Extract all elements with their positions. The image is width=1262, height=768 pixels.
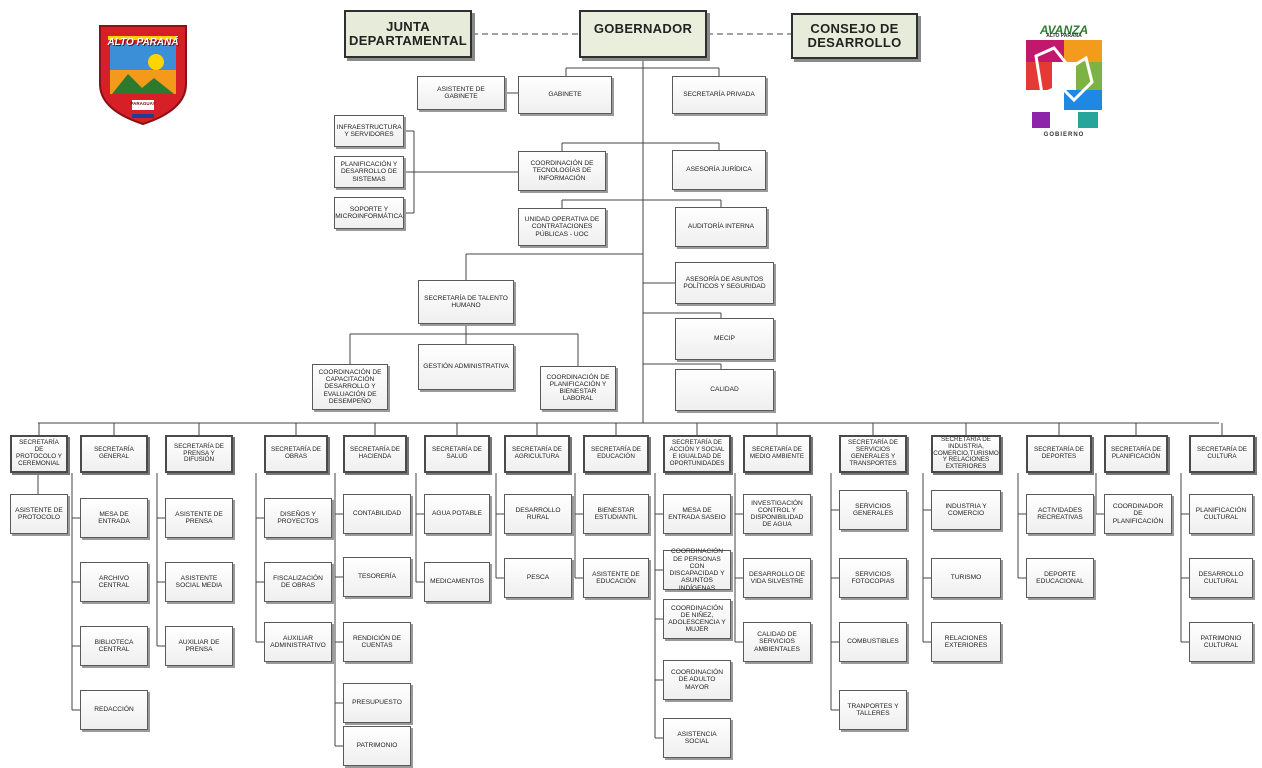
unit-box: BIBLIOTECA CENTRAL <box>80 626 148 666</box>
avanza-logo: AVANZA ALTO PARANÁ GOBIERNO <box>1024 22 1104 150</box>
unit-box: COMBUSTIBLES <box>839 622 907 662</box>
unit-box: PLANIFICACIÓN CULTURAL <box>1189 494 1253 534</box>
unit-box: ASISTENTE DE PRENSA <box>165 498 233 538</box>
unit-box: ASISTENCIA SOCIAL <box>663 718 731 758</box>
secretaria-box: SECRETARÍA DE AGRICULTURA <box>504 435 570 473</box>
logo-right-brand: AVANZA <box>1039 23 1089 37</box>
gobernador-box: GOBERNADOR <box>579 10 707 58</box>
coord-planificacion-bienestar-box: COORDINACIÓN DE PLANIFICACIÓN Y BIENESTA… <box>540 366 616 410</box>
secretaria-box: SECRETARÍA DE ACCIÓN Y SOCIAL E IGUALDAD… <box>663 435 731 473</box>
unit-box: COORDINACIÓN DE NIÑEZ, ADOLESCENCIA Y MU… <box>663 599 731 639</box>
unit-box: SERVICIOS GENERALES <box>839 490 907 530</box>
unit-box: TURISMO <box>931 558 1001 598</box>
unit-box: PATRIMONIO <box>343 726 411 766</box>
unit-box: INVESTIGACIÓN CONTROL Y DISPONIBILIDAD D… <box>743 494 811 534</box>
gobernacion-shield-logo: ALTO PARANÁ PARAGUAY <box>98 22 188 126</box>
secretaria-box: SECRETARÍA DE PROTOCOLO Y CEREMONIAL <box>10 435 68 473</box>
unit-box: CONTABILIDAD <box>343 494 411 534</box>
secretaria-box: SECRETARÍA DE OBRAS <box>264 435 328 473</box>
gabinete-box: GABINETE <box>518 76 612 114</box>
uoc-box: UNIDAD OPERATIVA DE CONTRATACIONES PÚBLI… <box>518 208 606 246</box>
soporte-box: SOPORTE Y MICROINFORMÁTICA <box>334 197 404 229</box>
unit-box: COORDINACIÓN DE ADULTO MAYOR <box>663 660 731 700</box>
unit-box: MEDICAMENTOS <box>424 562 490 602</box>
logo-left-title: ALTO PARANÁ <box>107 37 179 48</box>
gestion-administrativa-box: GESTIÓN ADMINISTRATIVA <box>418 344 514 390</box>
unit-box: INDUSTRIA Y COMERCIO <box>931 490 1001 530</box>
unit-box: ASISTENTE SOCIAL MEDIA <box>165 562 233 602</box>
infraestructura-box: INFRAESTRUCTURA Y SERVIDORES <box>334 115 404 147</box>
secretaria-box: SECRETARÍA DE PLANIFICACIÓN <box>1104 435 1168 473</box>
unit-box: ASISTENTE DE PROTOCOLO <box>10 494 68 534</box>
unit-box: AUXILIAR ADMINISTRATIVO <box>264 622 332 662</box>
unit-box: ARCHIVO CENTRAL <box>80 562 148 602</box>
secretaria-privada-box: SECRETARÍA PRIVADA <box>672 76 766 114</box>
asistente-gabinete-box: ASISTENTE DE GABINETE <box>417 76 505 110</box>
talento-humano-box: SECRETARÍA DE TALENTO HUMANO <box>418 280 514 324</box>
unit-box: DESARROLLO RURAL <box>504 494 572 534</box>
unit-box: AUXILIAR DE PRENSA <box>165 626 233 666</box>
coord-tecnologias-box: COORDINACIÓN DE TECNOLOGÍAS DE INFORMACI… <box>518 151 606 191</box>
secretaria-box: SECRETARÍA GENERAL <box>80 435 148 473</box>
unit-box: ACTIVIDADES RECREATIVAS <box>1026 494 1094 534</box>
calidad-box: CALIDAD <box>675 369 774 411</box>
unit-box: SERVICIOS FOTOCOPIAS <box>839 558 907 598</box>
consejo-desarrollo-box: CONSEJO DE DESARROLLO <box>791 13 918 59</box>
secretaria-box: SECRETARÍA DE SERVICIOS GENERALES Y TRAN… <box>839 435 907 473</box>
logo-left-subtitle: PARAGUAY <box>130 101 156 106</box>
unit-box: ASISTENTE DE EDUCACIÓN <box>583 558 649 598</box>
unit-box: AGUA POTABLE <box>424 494 490 534</box>
junta-departamental-box: JUNTA DEPARTAMENTAL <box>344 10 472 58</box>
secretaria-box: SECRETARÍA DE MEDIO AMBIENTE <box>743 435 811 473</box>
secretaria-box: SECRETARÍA DE EDUCACIÓN <box>583 435 649 473</box>
unit-box: BIENESTAR ESTUDIANTIL <box>583 494 649 534</box>
unit-box: PATRIMONIO CULTURAL <box>1189 622 1253 662</box>
logo-right-subtitle: ALTO PARANÁ <box>1046 33 1082 39</box>
mecip-box: MECIP <box>675 318 774 360</box>
unit-box: TRANPORTES Y TALLERES <box>839 690 907 730</box>
secretaria-box: SECRETARÍA DE HACIENDA <box>343 435 407 473</box>
unit-box: RELACIONES EXTERIORES <box>931 622 1001 662</box>
unit-box: DEPORTE EDUCACIONAL <box>1026 558 1094 598</box>
unit-box: DESARROLLO CULTURAL <box>1189 558 1253 598</box>
auditoria-box: AUDITORÍA INTERNA <box>675 207 767 247</box>
secretaria-box: SECRETARÍA DE CULTURA <box>1189 435 1255 473</box>
planificacion-sistemas-box: PLANIFICACIÓN Y DESARROLLO DE SISTEMAS <box>334 156 404 188</box>
unit-box: REDACCIÓN <box>80 690 148 730</box>
unit-box: MESA DE ENTRADA SASEIO <box>663 494 731 534</box>
secretaria-box: SECRETARÍA DE DEPORTES <box>1026 435 1092 473</box>
unit-box: PESCA <box>504 558 572 598</box>
asesoria-juridica-box: ASESORÍA JURÍDICA <box>672 150 766 190</box>
logo-right-tag: GOBIERNO <box>1043 132 1085 138</box>
unit-box: CALIDAD DE SERVICIOS AMBIENTALES <box>743 622 811 662</box>
unit-box: FISCALIZACIÓN DE OBRAS <box>264 562 332 602</box>
secretaria-box: SECRETARÍA DE SALUD <box>424 435 490 473</box>
unit-box: COORDINADOR DE PLANIFICACIÓN <box>1104 494 1172 534</box>
unit-box: RENDICIÓN DE CUENTAS <box>343 622 411 662</box>
unit-box: COORDINACIÓN DE PERSONAS CON DISCAPACIDA… <box>663 548 731 592</box>
secretaria-box: SECRETARÍA DE INDUSTRIA, COMERCIO,TURISM… <box>931 435 1001 473</box>
coord-capacitacion-box: COORDINACIÓN DE CAPACITACIÓN DESARROLLO … <box>312 364 388 410</box>
unit-box: MESA DE ENTRADA <box>80 498 148 538</box>
secretaria-box: SECRETARÍA DE PRENSA Y DIFUSIÓN <box>165 435 233 473</box>
unit-box: PRESUPUESTO <box>343 683 411 723</box>
unit-box: TESORERÍA <box>343 557 411 597</box>
unit-box: DESARROLLO DE VIDA SILVESTRE <box>743 558 811 598</box>
unit-box: DISEÑOS Y PROYECTOS <box>264 498 332 538</box>
asesoria-politicos-box: ASESORÍA DE ASUNTOS POLÍTICOS Y SEGURIDA… <box>675 262 774 304</box>
